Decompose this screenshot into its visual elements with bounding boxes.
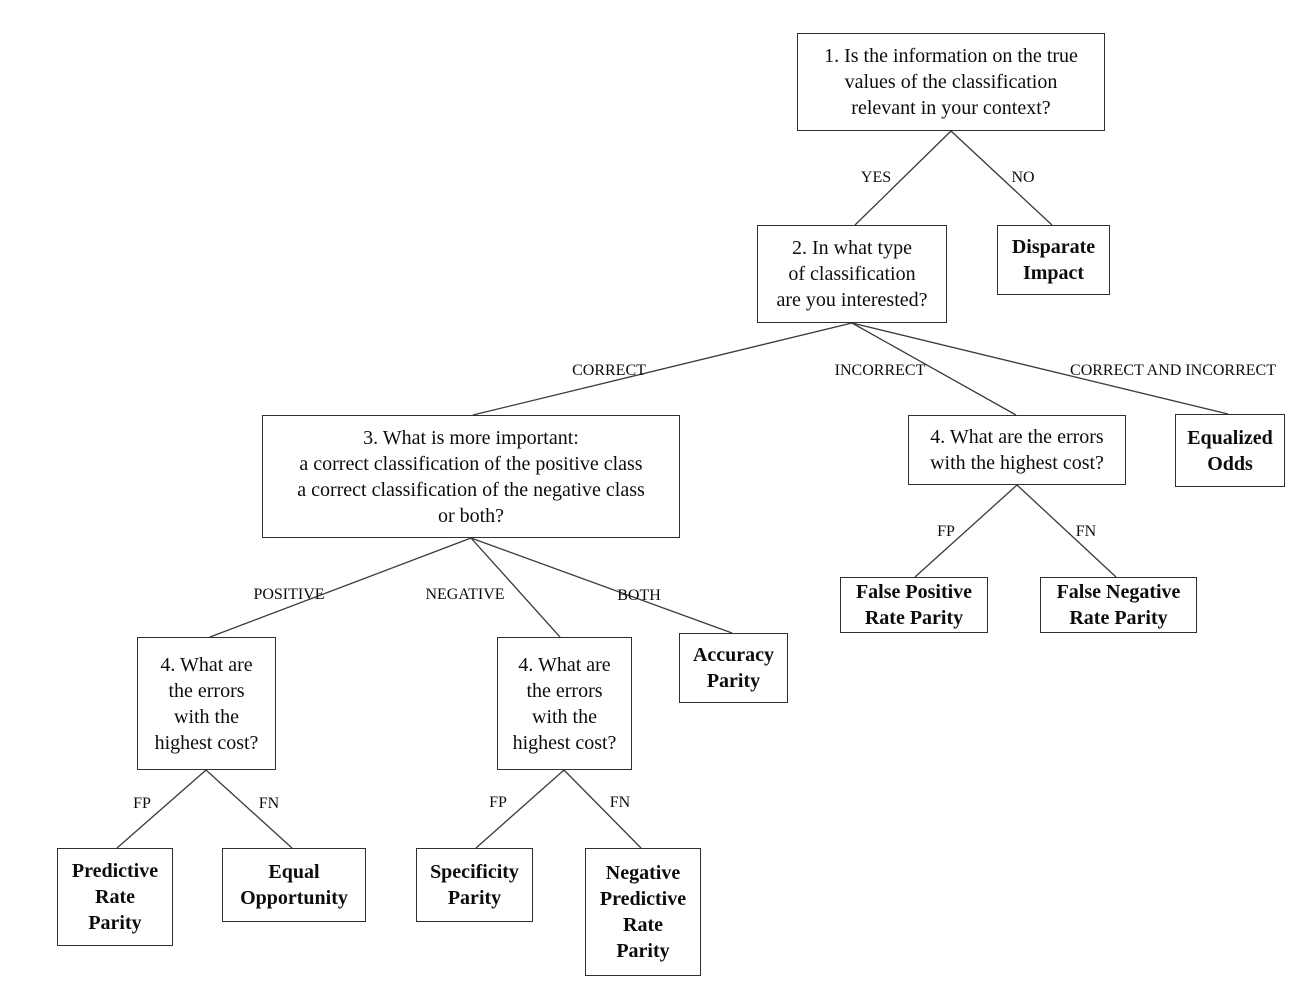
node-q1-true-values-relevant: 1. Is the information on the true values… <box>797 33 1105 131</box>
edge-q4middle-negative-predictive-rate-parity <box>563 769 642 849</box>
edge-label-fn-left: FN <box>258 795 280 812</box>
edge-q2-q4-right <box>851 322 1017 416</box>
node-q4-middle-highest-cost-errors: 4. What are the errors with the highest … <box>497 637 632 770</box>
edge-label-positive: POSITIVE <box>253 586 325 603</box>
edge-q4middle-specificity-parity <box>475 769 565 849</box>
edge-label-no: NO <box>1011 169 1035 186</box>
edge-q3-q4-middle <box>470 537 561 638</box>
edge-q2-q3 <box>472 322 853 416</box>
leaf-false-negative-rate-parity: False Negative Rate Parity <box>1040 577 1197 633</box>
leaf-accuracy-parity: Accuracy Parity <box>679 633 788 703</box>
edge-q2-equalized-odds <box>851 322 1229 415</box>
edge-q3-accuracy-parity <box>470 537 733 634</box>
leaf-predictive-rate-parity: Predictive Rate Parity <box>57 848 173 946</box>
edge-q4right-false-negative-rate-parity <box>1016 484 1117 578</box>
node-q2-classification-type: 2. In what type of classification are yo… <box>757 225 947 323</box>
edge-q1-disparate-impact <box>950 130 1053 226</box>
leaf-specificity-parity: Specificity Parity <box>416 848 533 922</box>
edge-label-fp-middle: FP <box>489 794 507 811</box>
node-q4-right-highest-cost-errors: 4. What are the errors with the highest … <box>908 415 1126 485</box>
leaf-disparate-impact: Disparate Impact <box>997 225 1110 295</box>
leaf-equal-opportunity: Equal Opportunity <box>222 848 366 922</box>
edge-label-negative: NEGATIVE <box>425 586 505 603</box>
edge-label-yes: YES <box>860 169 892 186</box>
edge-q1-q2 <box>854 130 952 226</box>
edge-q4left-predictive-rate-parity <box>116 769 207 849</box>
edge-q4right-false-positive-rate-parity <box>914 484 1018 578</box>
edge-label-fp-left: FP <box>133 795 151 812</box>
edge-label-both: BOTH <box>617 587 661 604</box>
edge-label-fn-right: FN <box>1075 523 1097 540</box>
edge-label-fn-middle: FN <box>609 794 631 811</box>
edge-q4left-equal-opportunity <box>205 769 293 849</box>
leaf-negative-predictive-rate-parity: Negative Predictive Rate Parity <box>585 848 701 976</box>
edge-q3-q4-left <box>209 537 472 638</box>
leaf-equalized-odds: Equalized Odds <box>1175 414 1285 487</box>
leaf-false-positive-rate-parity: False Positive Rate Parity <box>840 577 988 633</box>
edge-label-incorrect: INCORRECT <box>834 362 926 379</box>
edge-label-correct: CORRECT <box>572 362 646 379</box>
edge-label-fp-right: FP <box>937 523 955 540</box>
edge-label-correct-and-incorrect: CORRECT AND INCORRECT <box>1070 362 1276 379</box>
node-q3-what-is-more-important: 3. What is more important: a correct cla… <box>262 415 680 538</box>
node-q4-left-highest-cost-errors: 4. What are the errors with the highest … <box>137 637 276 770</box>
